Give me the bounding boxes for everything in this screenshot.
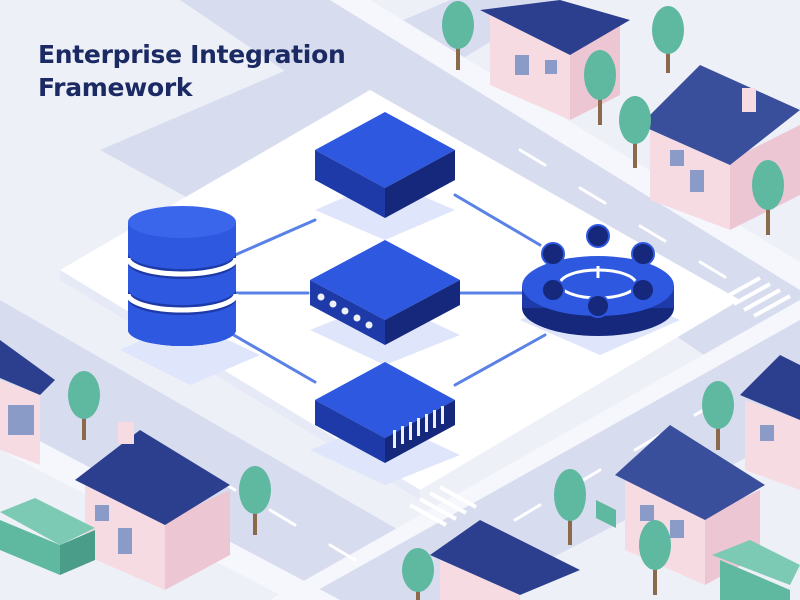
tree-icon [442,1,474,70]
tree-icon [68,371,100,440]
server-icon [315,112,455,218]
crosswalk-bottom [409,485,477,527]
title-line-2: Framework [38,73,193,102]
house-icon [740,355,800,490]
tree-icon [584,50,616,125]
page-title: Enterprise Integration Framework [38,38,346,104]
tree-icon [239,466,271,535]
title-line-1: Enterprise Integration [38,40,346,69]
tree-icon [752,160,784,235]
tree-icon [652,6,684,73]
crosswalk-right [723,276,791,318]
house-icon [640,65,800,230]
tree-icon [554,469,586,545]
hedges [0,498,800,600]
house-icon [0,340,55,465]
house-icon [75,422,230,590]
house-icon [480,0,630,120]
network-hub-icon [522,224,674,336]
tree-icon [702,381,734,450]
connection-links [223,193,547,387]
server-icon [310,240,460,345]
tree-icon [402,548,434,600]
house-icon [430,520,580,600]
network-switch-icon [315,362,455,463]
tree-icon [639,520,671,595]
database-icon [125,206,239,346]
tree-icon [619,96,651,168]
